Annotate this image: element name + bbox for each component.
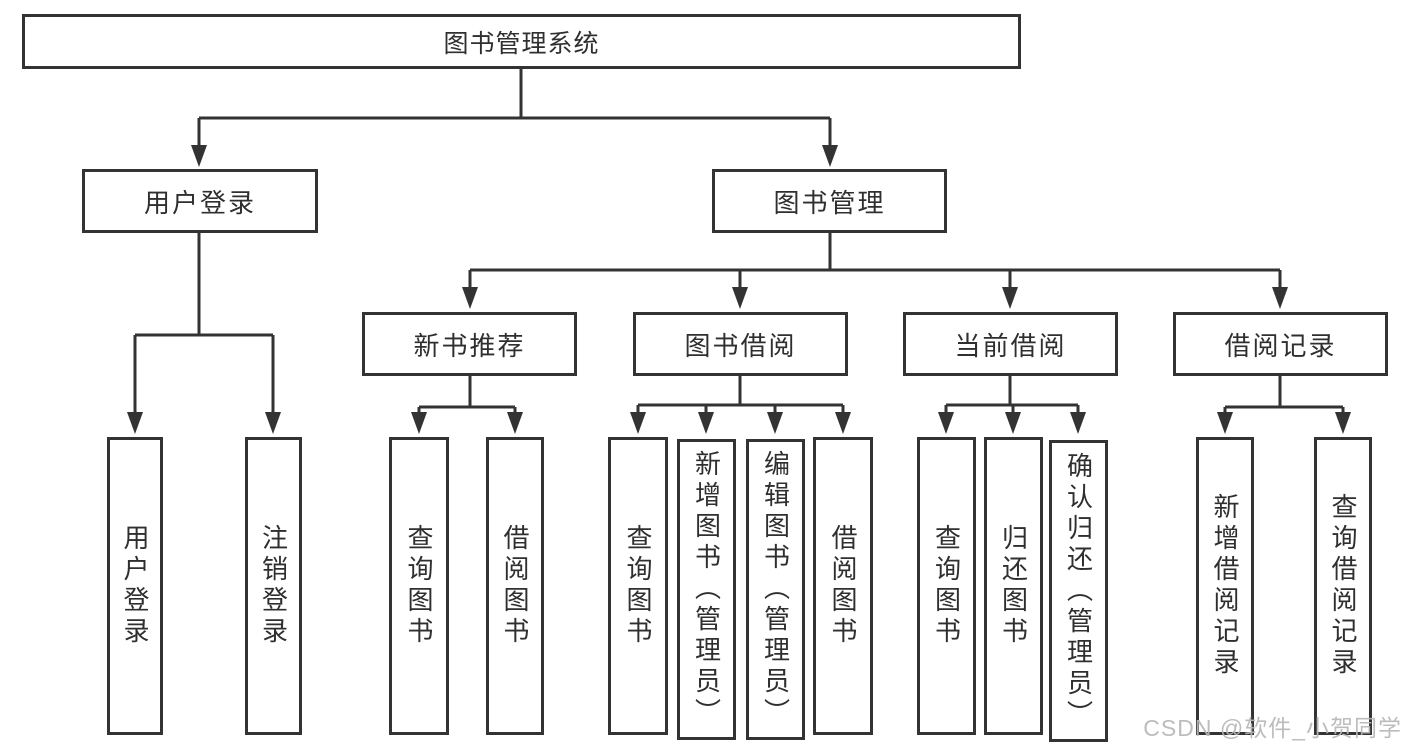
arrow-down-icon xyxy=(1070,412,1086,434)
leaf-br-add-record-label: 新增借阅记录 xyxy=(1210,493,1240,679)
leaf-bb-edit-book-admin: 编辑图书（管理员） xyxy=(746,439,805,740)
node-borrow-records-label: 借阅记录 xyxy=(1224,330,1337,361)
arrow-down-icon xyxy=(1272,287,1288,309)
arrow-down-icon xyxy=(191,145,207,167)
leaf-user-login: 用户登录 xyxy=(107,437,163,735)
node-current-borrow: 当前借阅 xyxy=(903,312,1118,376)
leaf-cb-confirm-return-admin-label: 确认归还（管理员） xyxy=(1063,451,1094,731)
leaf-cb-return-books: 归还图书 xyxy=(984,437,1043,735)
arrow-down-icon xyxy=(1005,412,1021,434)
node-root-label: 图书管理系统 xyxy=(443,29,600,58)
leaf-cb-query-books: 查询图书 xyxy=(917,437,976,735)
leaf-nbr-borrow-books: 借阅图书 xyxy=(486,437,544,735)
node-book-management-label: 图书管理 xyxy=(773,187,886,218)
node-book-borrow: 图书借阅 xyxy=(633,312,848,376)
arrow-down-icon xyxy=(1335,412,1351,434)
leaf-nbr-query-books-label: 查询图书 xyxy=(404,524,434,648)
node-user-login-label: 用户登录 xyxy=(143,187,256,218)
leaf-user-login-label: 用户登录 xyxy=(120,524,150,648)
arrow-down-icon xyxy=(1217,412,1233,434)
csdn-watermark: CSDN @软件_小贺同学 xyxy=(1143,715,1402,741)
arrow-down-icon xyxy=(127,412,143,434)
node-book-management: 图书管理 xyxy=(712,169,947,233)
leaf-bb-add-book-admin: 新增图书（管理员） xyxy=(677,439,736,740)
edge-user-login-trunk xyxy=(133,233,275,414)
leaf-logout-label: 注销登录 xyxy=(258,524,289,648)
edge-book-borrow-trunk xyxy=(636,376,845,414)
leaf-br-add-record: 新增借阅记录 xyxy=(1196,437,1254,735)
leaf-bb-borrow-books-label: 借阅图书 xyxy=(828,524,858,648)
node-borrow-records: 借阅记录 xyxy=(1173,312,1388,376)
node-root: 图书管理系统 xyxy=(22,14,1021,69)
edge-borrow-records-trunk xyxy=(1223,376,1345,414)
leaf-cb-return-books-label: 归还图书 xyxy=(998,524,1029,648)
arrow-down-icon xyxy=(630,412,646,434)
edge-root-trunk xyxy=(197,69,832,146)
arrow-down-icon xyxy=(938,412,954,434)
arrow-down-icon xyxy=(1002,287,1018,309)
leaf-br-query-record-label: 查询借阅记录 xyxy=(1328,493,1358,679)
leaf-br-query-record: 查询借阅记录 xyxy=(1314,437,1372,735)
arrow-down-icon xyxy=(462,287,478,309)
node-book-borrow-label: 图书借阅 xyxy=(684,330,797,361)
edge-book-mgmt-trunk xyxy=(468,233,1282,288)
node-user-login: 用户登录 xyxy=(82,169,318,233)
leaf-bb-borrow-books: 借阅图书 xyxy=(813,437,873,735)
leaf-bb-query-books: 查询图书 xyxy=(608,437,668,735)
edge-current-borrow-trunk xyxy=(944,376,1080,414)
arrow-down-icon xyxy=(265,412,281,434)
arrow-down-icon xyxy=(698,412,714,434)
arrow-down-icon xyxy=(411,412,427,434)
node-new-book-recommend: 新书推荐 xyxy=(362,312,577,376)
edge-new-book-trunk xyxy=(417,376,517,414)
arrow-down-icon xyxy=(732,287,748,309)
node-new-book-recommend-label: 新书推荐 xyxy=(413,330,526,361)
node-current-borrow-label: 当前借阅 xyxy=(954,330,1067,361)
arrow-down-icon xyxy=(822,145,838,167)
arrow-down-icon xyxy=(835,412,851,434)
leaf-bb-add-book-admin-label: 新增图书（管理员） xyxy=(691,450,722,729)
leaf-cb-query-books-label: 查询图书 xyxy=(931,524,962,648)
leaf-logout: 注销登录 xyxy=(245,437,302,735)
leaf-nbr-borrow-books-label: 借阅图书 xyxy=(500,524,530,648)
arrowheads xyxy=(127,145,1351,434)
arrow-down-icon xyxy=(767,412,783,434)
leaf-bb-query-books-label: 查询图书 xyxy=(623,524,653,648)
leaf-nbr-query-books: 查询图书 xyxy=(389,437,449,735)
leaf-cb-confirm-return-admin: 确认归还（管理员） xyxy=(1049,440,1108,742)
arrow-down-icon xyxy=(507,412,523,434)
leaf-bb-edit-book-admin-label: 编辑图书（管理员） xyxy=(760,450,791,729)
